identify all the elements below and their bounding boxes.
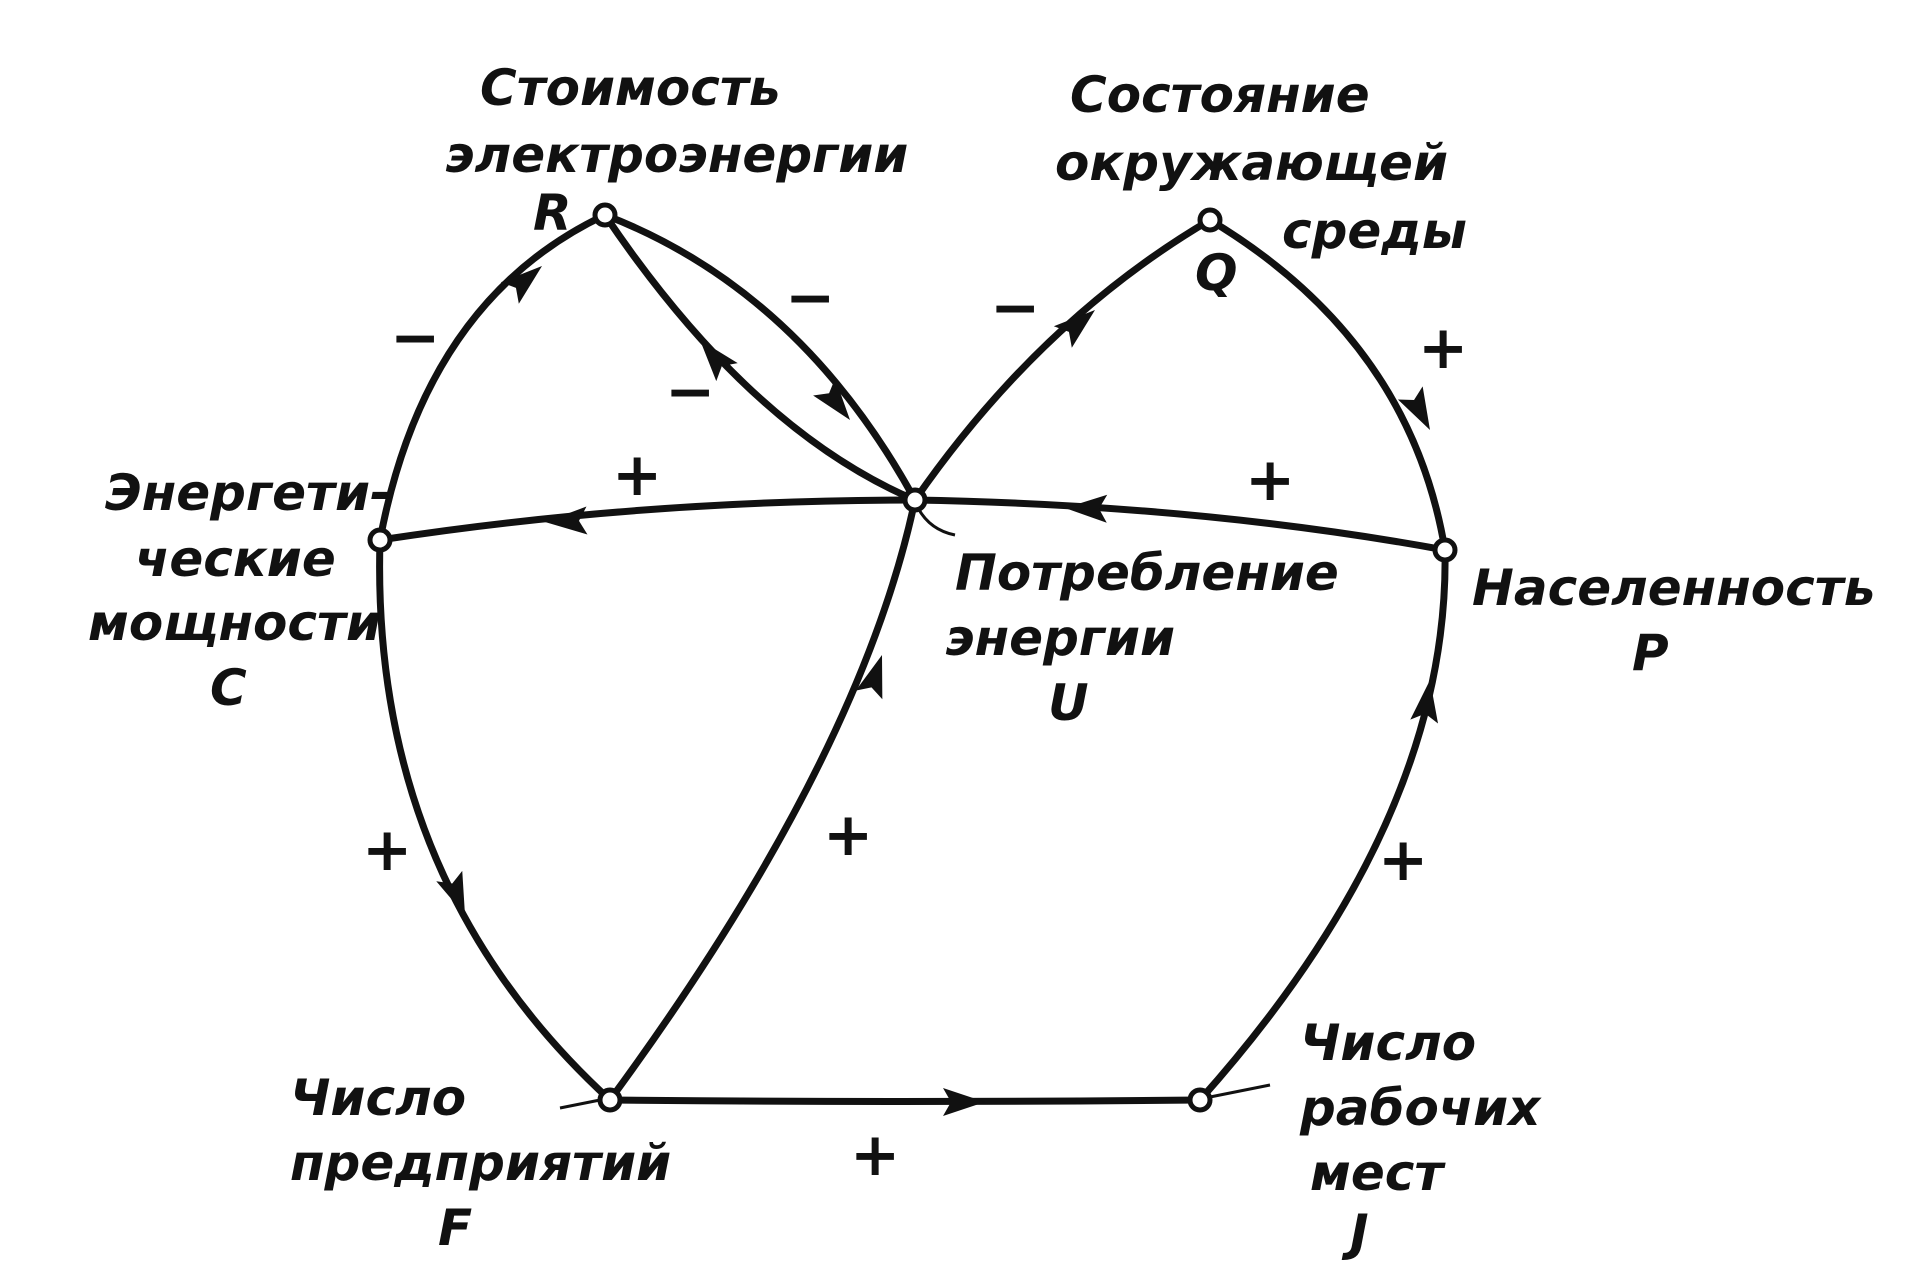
edge-u-to-q [911, 216, 1214, 504]
edge-c-to-f [376, 536, 614, 1104]
sign-q-to-p: + [1418, 313, 1468, 383]
label-f-letter: F [438, 1199, 472, 1257]
arrowhead-icon [855, 655, 883, 700]
sign-u-to-q: − [990, 273, 1040, 343]
label-j-line-2: рабочих [1299, 1079, 1542, 1137]
label-u-letter: U [1048, 674, 1089, 732]
label-r-line-1: Стоимость [480, 59, 781, 117]
label-c-line-1: Энергети- [105, 464, 391, 522]
edge-c-to-r [376, 211, 609, 544]
label-q-line-2: окружающей [1055, 134, 1448, 192]
label-q-line-3: среды [1282, 202, 1467, 260]
label-u-line-2: энергии [945, 609, 1175, 667]
edge-r-to-u [601, 211, 919, 504]
label-c-line-3: мощности [88, 594, 381, 652]
arrowhead-icon [1053, 310, 1095, 348]
node-c [367, 527, 393, 553]
node-q [1197, 207, 1223, 233]
label-p-line-1: Населенность [1472, 559, 1875, 617]
leader-line-u [916, 507, 956, 537]
sign-c-to-r: − [390, 303, 440, 373]
arrowhead-icon [1065, 494, 1108, 523]
edge-q-to-p [1206, 216, 1449, 554]
edge-u-to-c [376, 496, 919, 544]
label-r-line-2: электроэнергии [445, 126, 908, 184]
sign-f-to-j: + [850, 1120, 900, 1190]
sign-u-to-c: + [612, 440, 662, 510]
label-r-letter: R [533, 184, 572, 242]
label-u-line-1: Потребление [955, 544, 1339, 602]
label-j-letter: J [1341, 1204, 1369, 1261]
edge-p-to-u [911, 496, 1449, 554]
edge-u-to-r [601, 211, 919, 504]
label-q-letter: Q [1195, 244, 1238, 302]
label-c-line-2: ческие [135, 530, 336, 588]
arrowhead-icon [545, 506, 588, 535]
sign-r-to-u: − [785, 263, 835, 333]
arrowhead-icon [1410, 680, 1439, 724]
node-f [597, 1087, 623, 1113]
sign-u-to-r: − [665, 357, 715, 427]
sign-p-to-u: + [1245, 445, 1295, 515]
node-u [902, 487, 928, 513]
edge-j-to-p [1196, 546, 1449, 1104]
arrowhead-icon [700, 340, 738, 382]
arrowhead-icon [500, 266, 542, 304]
sign-f-to-u: + [823, 800, 873, 870]
leader-line-f [559, 1098, 601, 1110]
arrowhead-icon [943, 1088, 985, 1116]
label-j-line-3: мест [1310, 1144, 1446, 1202]
arrowhead-icon [436, 870, 465, 915]
sign-c-to-f: + [362, 815, 412, 885]
leader-line-j [1209, 1083, 1271, 1099]
label-f-line-1: Число [290, 1069, 466, 1127]
node-r [592, 202, 618, 228]
arrowhead-icon [1397, 386, 1430, 430]
arrowhead-icon [813, 378, 850, 420]
node-j [1187, 1087, 1213, 1113]
edge-f-to-j [606, 1096, 1204, 1105]
label-p-letter: P [1632, 624, 1669, 682]
label-f-line-2: предприятий [290, 1134, 671, 1192]
edge-f-to-u [606, 496, 919, 1104]
label-q-line-1: Состояние [1070, 66, 1370, 124]
label-c-letter: C [210, 659, 247, 717]
label-j-line-1: Число [1300, 1014, 1476, 1072]
sign-j-to-p: + [1378, 825, 1428, 895]
node-p [1432, 537, 1458, 563]
